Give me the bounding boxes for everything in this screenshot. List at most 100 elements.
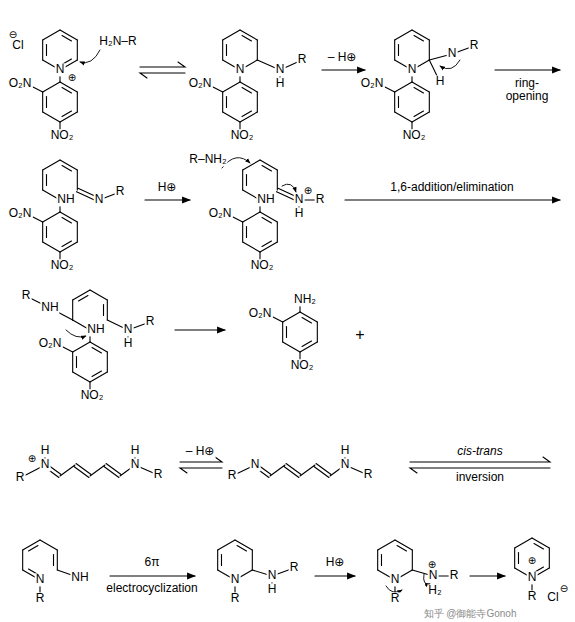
chem-label: H⊕ [157,181,178,194]
bond-line [29,546,38,551]
reaction-arrow [315,575,355,576]
bond-line [233,217,243,222]
bond-line [378,540,395,550]
bond-line [262,166,271,171]
chem-label: ⊕ [67,72,77,83]
electron-arrow [386,586,402,592]
bond-line [243,242,260,252]
chem-label: N [340,458,351,471]
chem-label: H [130,444,141,457]
bond-line [532,538,549,548]
bond-line [90,342,107,352]
chem-label: O₂N [248,307,273,320]
bond-line [73,372,90,382]
bond-line [300,342,317,352]
bond-line [33,87,43,92]
bond-line [92,348,101,353]
chem-label: R [15,471,26,484]
chem-label: H [275,77,286,90]
chem-label: N [94,193,105,206]
bond-line [260,212,277,222]
chem-label: NH [56,193,75,206]
chem-label: ⊖ [559,583,569,594]
bond-line [72,300,73,320]
bond-line [43,160,60,170]
chem-label: H [340,444,351,457]
chem-label: H [40,444,51,457]
bond-line [103,305,104,316]
chem-label: R [115,185,126,198]
chem-label: O₂N [188,77,213,90]
reaction-arrow [322,69,365,70]
chem-label: R [363,468,374,481]
reaction-arrow [175,329,225,330]
chem-label: N [390,573,401,586]
chem-label: NO₂ [250,259,275,272]
chem-label: R [289,561,300,574]
bond-line [90,290,107,300]
bond-line [240,82,257,92]
bond-line [257,92,258,112]
chem-label: NO₂ [50,259,75,272]
chem-label: R [145,315,156,328]
bond-line [43,30,60,40]
chem-label: N [428,569,439,582]
watermark: 知乎 @御能寺Gonoh [423,608,518,619]
chem-label: R [449,569,460,582]
chem-label: ⊕ [303,185,313,196]
bond-line [239,122,240,129]
bond-line [394,92,395,112]
chem-label: electrocyclization [105,582,198,595]
chem-label: N [35,573,46,586]
bond-line [317,322,318,342]
bond-line [226,97,227,108]
bonds [20,30,560,599]
bond-line [223,30,240,40]
bond-line [72,352,73,372]
chem-label: N [55,63,66,76]
bond-line [411,122,412,129]
bond-line [385,87,395,92]
chem-label: R [297,53,308,66]
bond-line [260,242,277,252]
bond-line [43,112,60,122]
bond-line [62,241,71,246]
bond-line [57,550,58,570]
bond-line [302,318,311,323]
bond-line [42,170,43,190]
chem-label: R [315,193,326,206]
bond-line [77,40,78,60]
bond-line [302,341,311,346]
chem-label: NO₂ [230,129,255,142]
chem-label: R [469,39,480,52]
bond-line [62,36,71,41]
bond-line [107,352,108,372]
bond-line [60,112,77,122]
bond-line [222,40,223,60]
bond-line [59,122,60,129]
bond-line [412,30,429,40]
bond-line [414,36,423,41]
chem-label: R [35,592,46,605]
chem-label: N [267,569,278,582]
chem-label: NH₂ [293,293,317,306]
chem-label: O₂N [8,77,33,90]
electron-arrow [440,60,460,69]
chem-label: H₂ [427,584,442,597]
bond-line [394,40,395,60]
bond-line [412,82,429,92]
bond-line [213,87,223,92]
bond-line [242,111,251,116]
bond-line [60,160,77,170]
bond-line [395,112,412,122]
chem-label: O₂N [38,337,63,350]
bond-line [40,540,57,550]
bond-line [377,550,378,570]
bond-line [90,372,107,382]
bond-line [42,92,43,112]
bond-line [223,82,240,92]
chem-label: + [354,326,365,344]
bond-line [46,175,47,186]
bond-line [235,540,252,550]
chem-label: H⊕ [325,556,346,569]
